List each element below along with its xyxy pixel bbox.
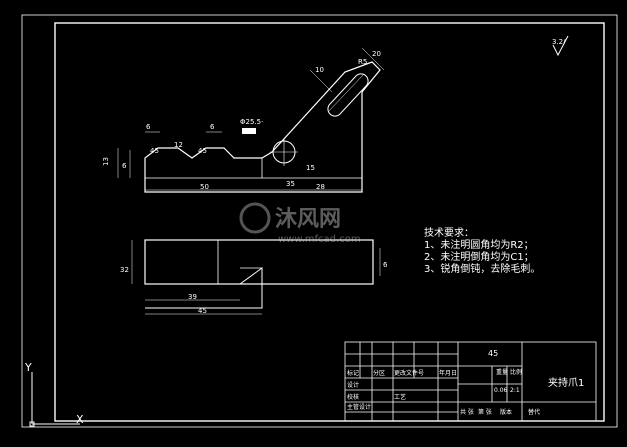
dim-height-13: 13 bbox=[102, 157, 110, 166]
dim-slot-r: R5 bbox=[358, 58, 367, 66]
dim-width-32: 32 bbox=[120, 266, 129, 274]
watermark-logo-icon bbox=[239, 202, 271, 234]
dim-angle-15: 15 bbox=[306, 164, 315, 172]
dim-top-left-6: 6 bbox=[146, 123, 151, 131]
dim-12: 12 bbox=[174, 141, 183, 149]
title-row-check: 校核 bbox=[347, 393, 359, 401]
watermark: 沐风网 www.mfcad.com bbox=[239, 202, 361, 245]
tech-req-title: 技术要求： bbox=[424, 226, 474, 239]
top-view bbox=[131, 239, 381, 315]
title-block bbox=[344, 341, 597, 422]
technical-requirements: 技术要求： 1、未注明圆角均为R2； 2、未注明倒角均为C1； 3、锐角倒钝，去… bbox=[424, 226, 540, 275]
title-block-text: 45 夹持爪1 重量 比例 0.06 2:1 标记 分区 更改文件号 年月日 设… bbox=[347, 349, 584, 416]
title-sheets-total: 共 张 bbox=[460, 408, 474, 416]
title-label-date: 年月日 bbox=[439, 369, 457, 377]
dim-height-6: 6 bbox=[122, 162, 127, 170]
title-replace: 替代 bbox=[528, 408, 540, 416]
top-view-dimensions: 32 6 39 45 bbox=[120, 261, 388, 315]
dim-length-45: 45 bbox=[198, 307, 207, 315]
dim-hole: Φ25.5· bbox=[240, 118, 263, 126]
watermark-url: www.mfcad.com bbox=[278, 234, 361, 245]
dim-slot-20: 20 bbox=[372, 50, 381, 58]
title-version: 版本 bbox=[500, 408, 512, 416]
title-material: 45 bbox=[488, 349, 498, 358]
dim-length-39: 39 bbox=[188, 293, 197, 301]
title-row-chief: 主管设计 bbox=[347, 403, 371, 411]
title-scale-label: 比例 bbox=[510, 368, 522, 376]
tech-req-item-3: 3、锐角倒钝，去除毛刺。 bbox=[424, 262, 540, 275]
roughness-value: 3.2/ bbox=[552, 38, 566, 46]
dim-angle-35: 35 bbox=[286, 180, 295, 188]
dim-slot-10: 10 bbox=[315, 66, 324, 74]
dim-length-50: 50 bbox=[200, 183, 209, 191]
title-label-change: 更改文件号 bbox=[394, 369, 424, 377]
title-weight: 0.06 bbox=[494, 387, 508, 394]
roughness-symbol: 3.2/ bbox=[552, 35, 569, 57]
ucs-icon bbox=[29, 372, 80, 427]
title-weight-label: 重量 bbox=[496, 368, 508, 376]
ucs-axis-y: Y bbox=[24, 361, 32, 374]
title-label-mark: 标记 bbox=[347, 369, 359, 377]
ucs-axis-x: X bbox=[76, 413, 84, 426]
dim-length-28: 28 bbox=[316, 183, 325, 191]
inner-frame bbox=[54, 22, 605, 422]
title-part-name: 夹持爪1 bbox=[548, 376, 584, 389]
tech-req-item-1: 1、未注明圆角均为R2； bbox=[424, 238, 534, 251]
title-label-zone: 分区 bbox=[373, 369, 385, 377]
dim-angle-45-right: 45 bbox=[198, 147, 207, 155]
tech-req-item-2: 2、未注明倒角均为C1； bbox=[424, 250, 534, 263]
title-scale: 2:1 bbox=[510, 387, 520, 394]
title-row-design: 设计 bbox=[347, 381, 359, 389]
title-sheet-no: 第 张 bbox=[478, 408, 492, 416]
dim-top-right-6: 6 bbox=[210, 123, 215, 131]
dim-angle-45-left: 45 bbox=[150, 147, 159, 155]
outer-frame bbox=[21, 14, 618, 428]
front-view-dimensions: 6 6 45 12 45 Φ25.5· 13 6 50 28 10 20 R5 … bbox=[102, 50, 381, 191]
front-view bbox=[117, 47, 385, 193]
watermark-brand: 沐风网 bbox=[275, 207, 341, 232]
title-row-process: 工艺 bbox=[394, 393, 406, 401]
dim-thick-6: 6 bbox=[383, 261, 388, 269]
